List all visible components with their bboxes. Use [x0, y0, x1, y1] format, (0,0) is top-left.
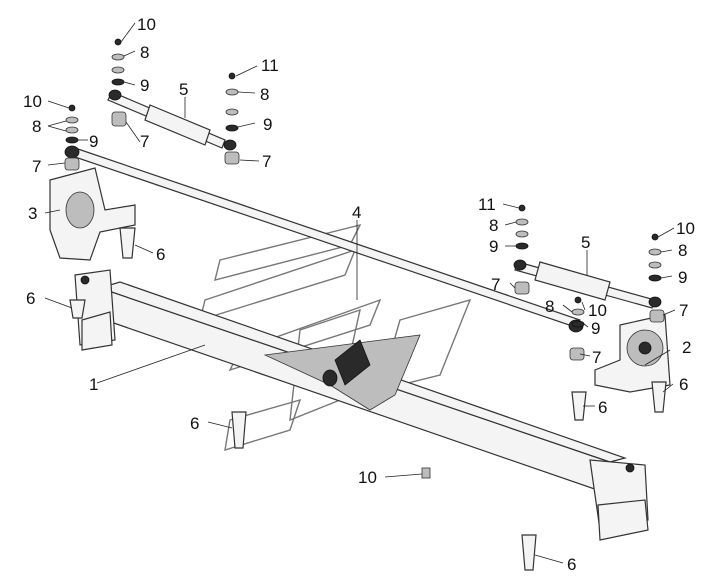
callout-10-b: 10 [23, 92, 42, 111]
callout-8-d: 8 [489, 216, 498, 235]
bushings [64, 111, 665, 361]
callout-7-d: 7 [491, 275, 500, 294]
callout-4: 4 [352, 203, 361, 222]
callout-8-a: 8 [140, 43, 149, 62]
callout-7-f: 7 [679, 301, 688, 320]
callout-6-d: 6 [598, 398, 607, 417]
steering-knuckle-left [49, 167, 136, 261]
callout-9-a: 9 [140, 76, 149, 95]
callout-3: 3 [28, 204, 37, 223]
callout-8-c: 8 [260, 85, 269, 104]
callout-7-c: 7 [32, 157, 41, 176]
callout-7-a: 7 [140, 132, 149, 151]
callout-11-b: 11 [478, 195, 496, 214]
callout-6-b: 6 [26, 289, 35, 308]
steering-cylinder-left [107, 89, 237, 151]
callout-8-f: 8 [545, 297, 554, 316]
callout-6-e: 6 [679, 375, 688, 394]
callout-1: 1 [89, 375, 98, 394]
callout-10-d: 10 [588, 301, 607, 320]
callout-9-c: 9 [263, 115, 272, 134]
callout-labels: 1 2 3 4 5 5 6 6 6 6 6 6 7 7 7 7 7 7 8 8 … [23, 15, 695, 574]
leader-lines [44, 22, 676, 564]
callout-10-a: 10 [137, 15, 156, 34]
callout-6-a: 6 [156, 245, 165, 264]
callout-11-a: 11 [261, 56, 279, 75]
callout-9-b: 9 [89, 132, 98, 151]
callout-9-d: 9 [489, 237, 498, 256]
callout-8-b: 8 [32, 117, 41, 136]
callout-7-b: 7 [262, 152, 271, 171]
callout-9-f: 9 [591, 319, 600, 338]
callout-2: 2 [682, 338, 691, 357]
callout-5-left: 5 [179, 80, 188, 99]
king-pins [69, 227, 667, 571]
center-bracket [263, 334, 421, 411]
steering-cylinder-right [513, 259, 662, 309]
callout-5-right: 5 [581, 233, 590, 252]
callout-10-c: 10 [676, 219, 695, 238]
callout-6-c: 6 [190, 414, 199, 433]
steering-knuckle-right [594, 314, 671, 393]
callout-6-f: 6 [567, 555, 576, 574]
callout-7-e: 7 [592, 348, 601, 367]
callout-8-e: 8 [678, 241, 687, 260]
callout-9-e: 9 [678, 268, 687, 287]
callout-10-e: 10 [358, 468, 377, 487]
